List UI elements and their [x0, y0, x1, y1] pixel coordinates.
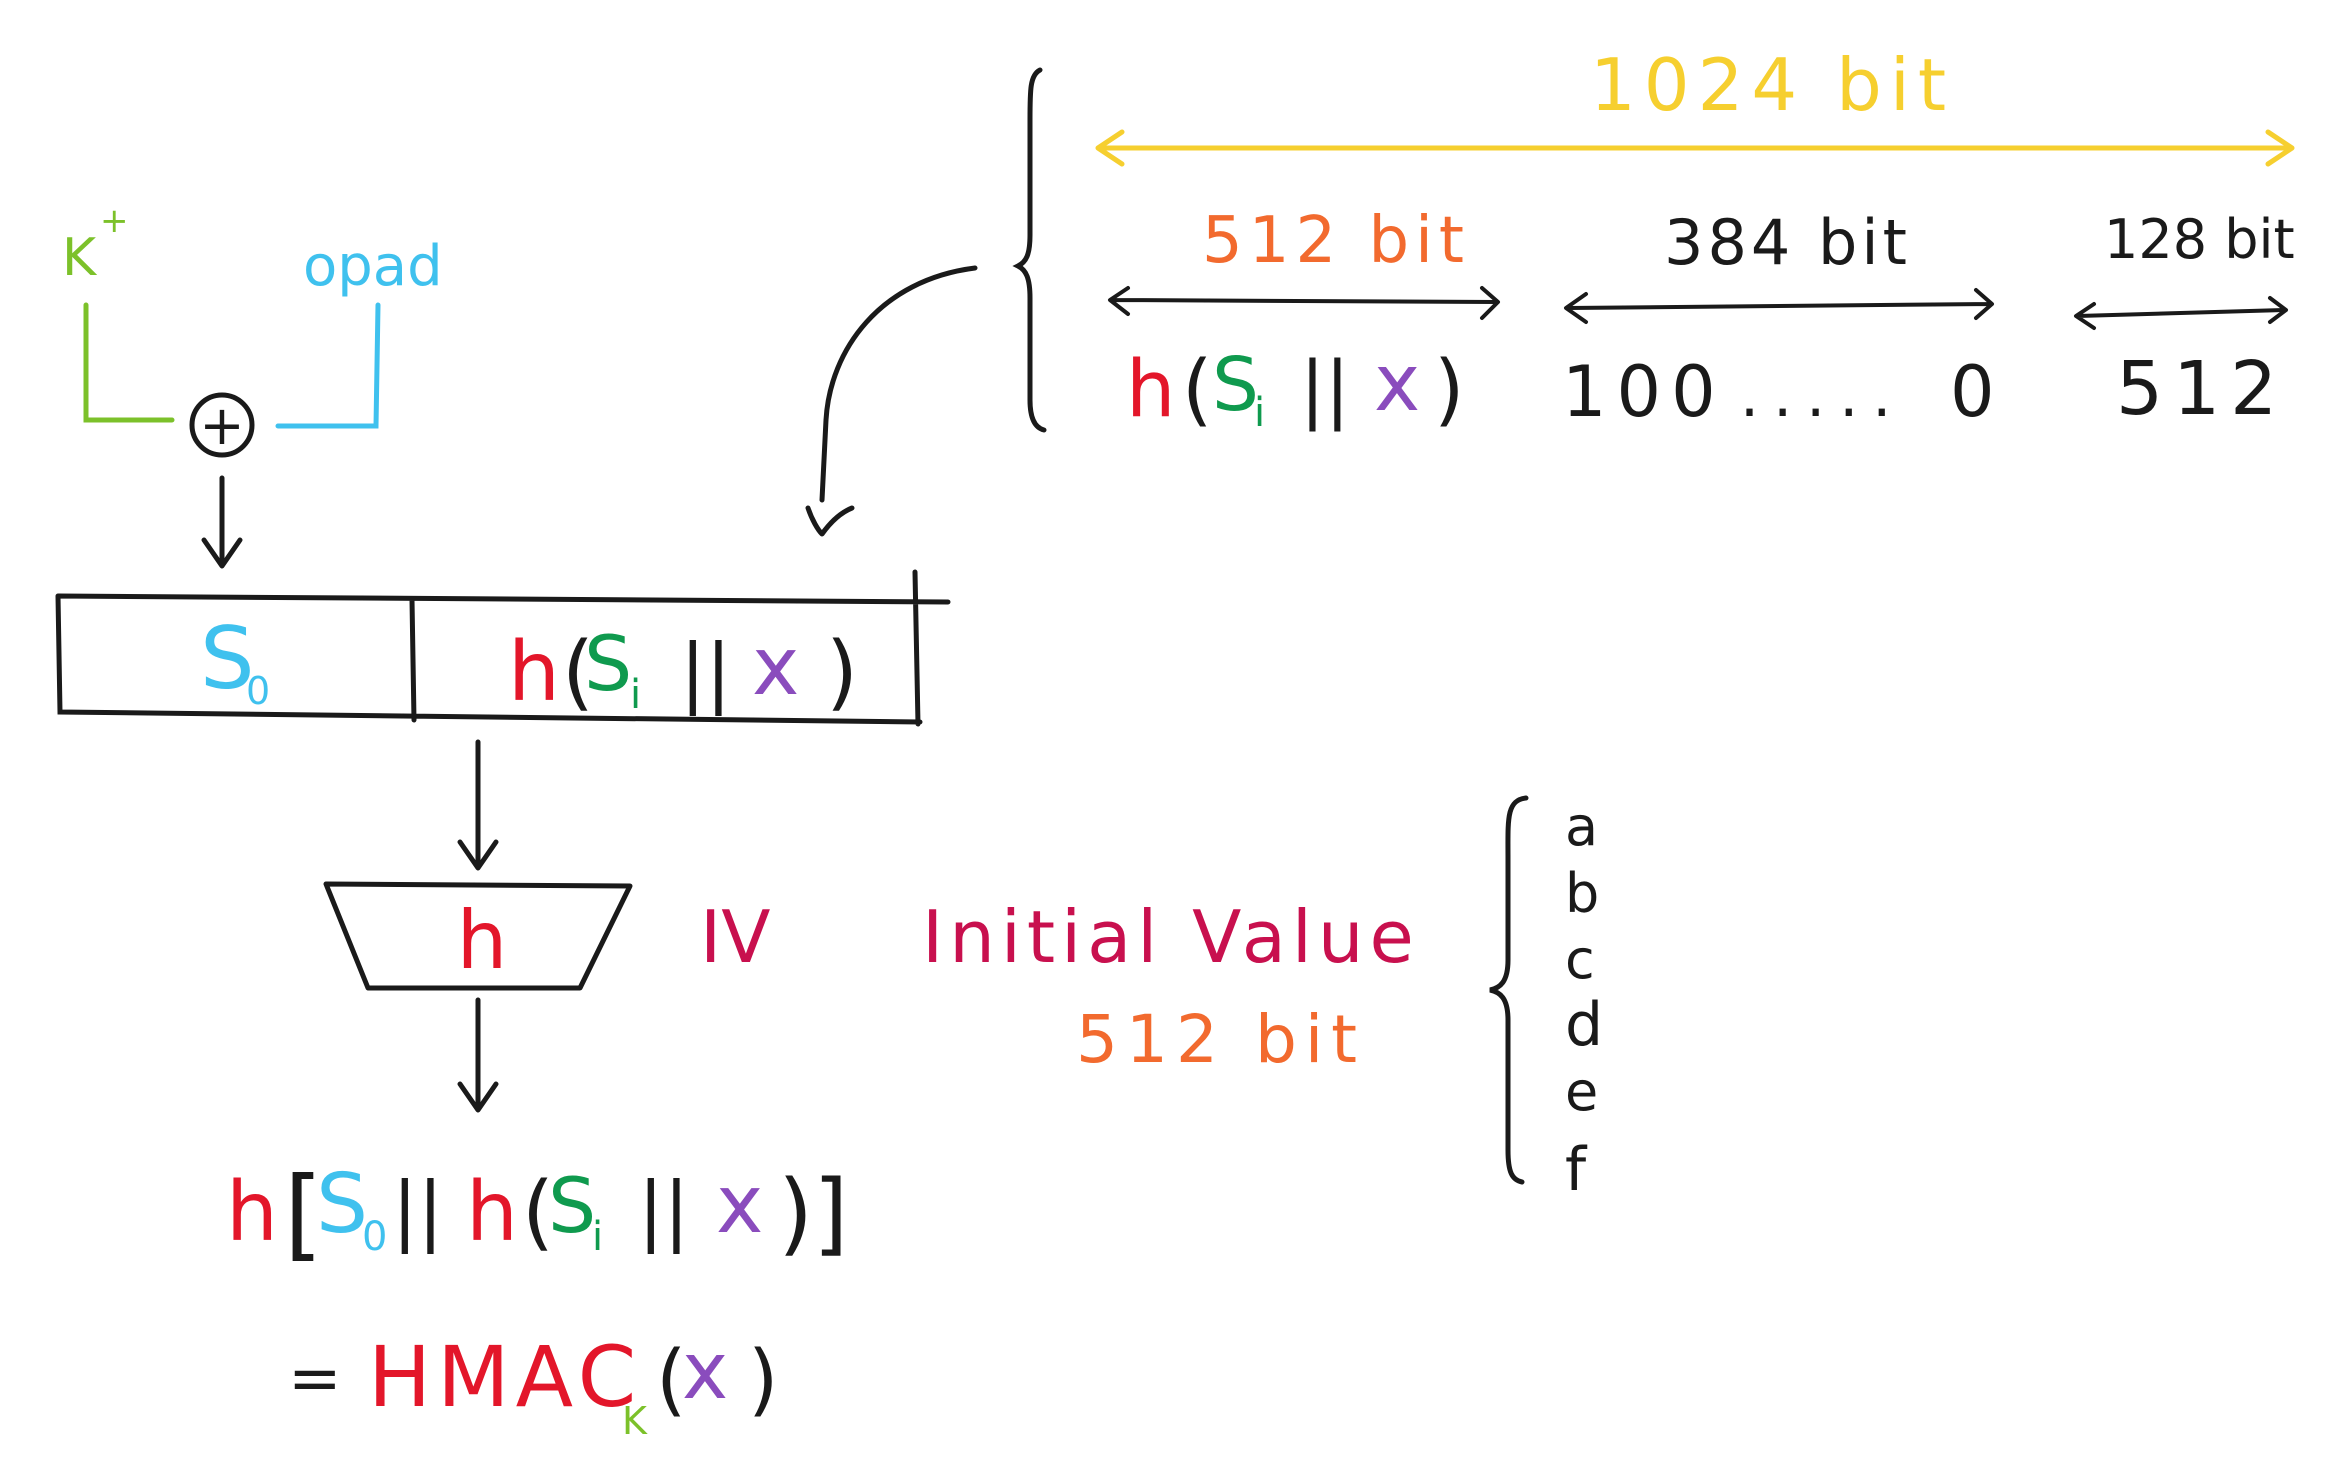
- hash-function: h: [323, 881, 633, 1113]
- part1-close-paren: ): [1434, 345, 1464, 435]
- inner-x: x: [752, 620, 799, 713]
- hmac-arg-x: x: [682, 1327, 728, 1417]
- hash-trapezoid: [323, 881, 633, 991]
- part3-size-label: 128 bit: [2104, 208, 2295, 271]
- iv-brace: [1489, 795, 1529, 1185]
- outer-s0-subscript: 0: [362, 1214, 387, 1260]
- iv-register-b: b: [1565, 862, 1599, 925]
- outer-h: h: [226, 1165, 278, 1260]
- iv-size: 512 bit: [1076, 1001, 1365, 1078]
- part2-dots: .....: [1740, 361, 1905, 431]
- total-size-arrow-icon: [1095, 129, 2295, 167]
- hmac-label: HMAC: [368, 1328, 642, 1426]
- part1-concat: ||: [1300, 346, 1350, 432]
- iv-register-d: d: [1565, 990, 1603, 1060]
- part1-size-label: 512 bit: [1202, 204, 1470, 278]
- block-outline: [55, 569, 951, 727]
- outer-inner-h: h: [466, 1165, 518, 1260]
- xor-operator: +: [199, 394, 244, 457]
- curved-link-arrow: [819, 265, 978, 503]
- inner-s-subscript: i: [630, 672, 641, 718]
- result-expression: h [ S 0 || h ( S i || x )] = HMAC K ( x …: [226, 1155, 848, 1443]
- iv-title: Initial Value: [922, 895, 1420, 979]
- inner-s: S: [584, 619, 632, 708]
- inner-concat: ||: [680, 627, 731, 717]
- part3-value: 512: [2116, 346, 2287, 432]
- xor-circle-icon: [189, 392, 255, 458]
- inner-close-paren: ): [826, 625, 858, 720]
- iv-register-c: c: [1565, 928, 1595, 991]
- padding-detail: 1024 bit 512 bit 384 bit 128 bit h ( S i…: [805, 43, 2295, 537]
- outer-concat: ||: [392, 1165, 443, 1255]
- hmac-open-paren: (: [656, 1335, 686, 1425]
- total-size-label: 1024 bit: [1590, 43, 1954, 127]
- initial-value: IV Initial Value 512 bit a b c d e f: [700, 795, 1603, 1205]
- hmac-close-paren: ): [748, 1335, 778, 1425]
- outer-si: S: [548, 1161, 596, 1250]
- hash-down-arrow-icon: [457, 997, 499, 1113]
- equals-sign: =: [288, 1342, 342, 1416]
- inner-open-paren: (: [562, 625, 594, 720]
- outer-x: x: [716, 1158, 763, 1251]
- padding-brace: [1012, 67, 1047, 433]
- hash-label: h: [457, 894, 508, 987]
- inner-h: h: [508, 625, 560, 720]
- pad-label: opad: [303, 234, 443, 299]
- outer-concat-2: ||: [638, 1165, 689, 1255]
- outer-open-paren: (: [522, 1165, 554, 1260]
- part1-s: S: [1212, 342, 1259, 428]
- s0-letter: S: [200, 609, 255, 709]
- hmac-subscript: K: [622, 1399, 648, 1443]
- input-block: S 0 h ( S i || x ): [55, 569, 951, 871]
- iv-register-e: e: [1565, 1060, 1598, 1123]
- block-down-arrow-icon: [457, 739, 499, 871]
- key-superscript: +: [100, 201, 129, 241]
- pad-line: [275, 302, 381, 429]
- outer-si-subscript: i: [592, 1214, 603, 1260]
- curved-arrow-head-icon: [805, 505, 855, 537]
- outer-s0: S: [316, 1157, 368, 1252]
- part1-x: x: [1374, 339, 1420, 429]
- xor-section: K + opad +: [62, 201, 443, 569]
- part2-size-label: 384 bit: [1664, 206, 1911, 279]
- part1-s-subscript: i: [1254, 390, 1265, 436]
- part1-open-paren: (: [1182, 345, 1212, 435]
- iv-register-f: f: [1565, 1135, 1588, 1205]
- part1-h: h: [1126, 345, 1175, 435]
- outer-open-bracket: [: [284, 1155, 323, 1272]
- s0-subscript: 0: [246, 669, 270, 713]
- xor-down-arrow-icon: [201, 475, 243, 569]
- iv-register-a: a: [1565, 795, 1598, 858]
- part2-arrow-icon: [1564, 288, 1994, 324]
- part2-end: 0: [1950, 351, 1995, 433]
- part3-arrow-icon: [2074, 296, 2288, 330]
- key-label: K: [62, 228, 98, 288]
- outer-close: )]: [778, 1161, 848, 1266]
- part1-arrow-icon: [1108, 286, 1500, 320]
- iv-abbr: IV: [700, 895, 771, 979]
- part2-start: 100: [1562, 351, 1726, 433]
- key-line: [83, 302, 175, 423]
